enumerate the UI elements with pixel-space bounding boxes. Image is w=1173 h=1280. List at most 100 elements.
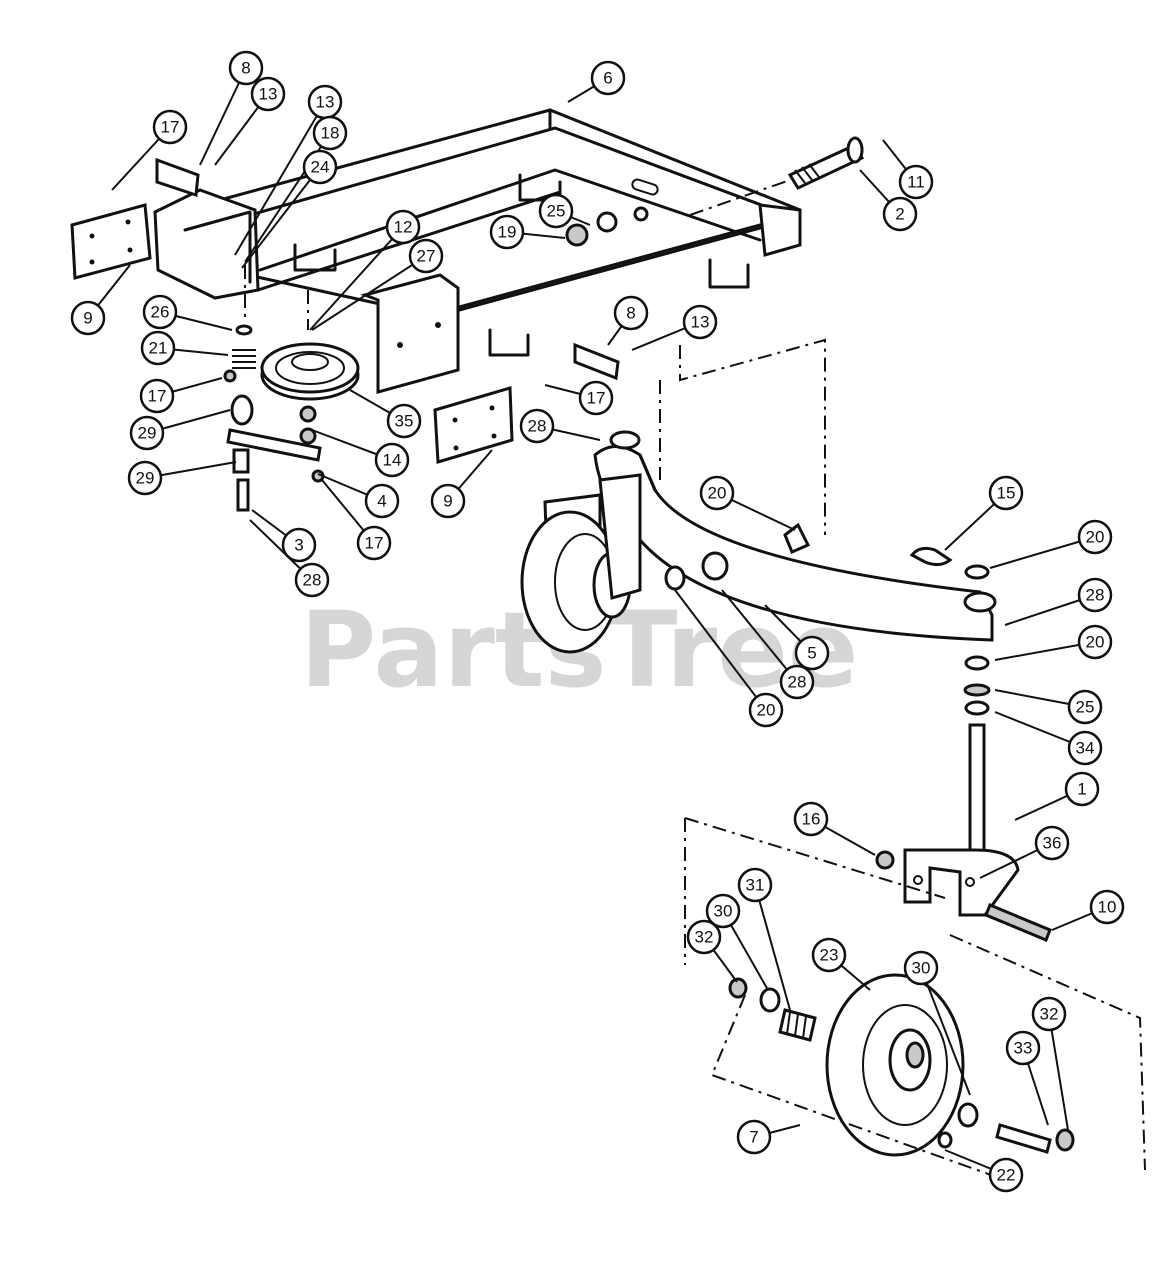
part-callout-28[interactable]: 28: [519, 408, 601, 444]
part-callout-14[interactable]: 14: [311, 429, 410, 478]
callout-bubble: [793, 801, 829, 837]
callout-number: 10: [1098, 898, 1117, 917]
part-callout-4[interactable]: 4: [317, 473, 400, 519]
part-callout-13[interactable]: 13: [631, 304, 718, 351]
callout-number: 3: [294, 536, 303, 555]
part-callout-13[interactable]: 13: [234, 84, 343, 256]
callout-bubble: [408, 238, 444, 274]
callout-bubble: [1067, 689, 1103, 725]
callout-bubble: [1031, 996, 1067, 1032]
callout-leader-line: [1048, 1013, 1069, 1131]
pivot-pin: [787, 136, 865, 190]
part-callout-36[interactable]: 36: [979, 825, 1070, 879]
callout-bubble: [613, 295, 649, 331]
part-callout-29[interactable]: 29: [129, 409, 231, 451]
part-callout-7[interactable]: 7: [736, 1119, 801, 1155]
part-callout-29[interactable]: 29: [127, 460, 237, 496]
part-callout-19[interactable]: 19: [489, 214, 566, 250]
part-callout-15[interactable]: 15: [944, 475, 1024, 551]
front-wheel-left: [520, 473, 642, 654]
callout-bubble: [70, 300, 106, 336]
callout-number: 17: [161, 118, 180, 137]
part-callout-11[interactable]: 11: [882, 139, 934, 200]
part-callout-24[interactable]: 24: [241, 149, 338, 269]
part-callout-35[interactable]: 35: [349, 389, 422, 439]
part-callout-17[interactable]: 17: [544, 380, 614, 416]
part-callout-20[interactable]: 20: [994, 624, 1113, 661]
callout-bubble: [903, 950, 939, 986]
nut-19: [565, 223, 589, 247]
callout-number: 28: [1086, 586, 1105, 605]
callout-bubble: [988, 1157, 1024, 1193]
part-callout-33[interactable]: 33: [1005, 1030, 1049, 1126]
bushing-20a: [783, 522, 811, 554]
callout-bubble: [1077, 624, 1113, 660]
mount-plate-right: [433, 386, 514, 464]
callout-number: 14: [383, 451, 402, 470]
part-callout-9[interactable]: 9: [70, 264, 131, 336]
callout-bubble: [129, 415, 165, 451]
callout-number: 25: [547, 202, 566, 221]
part-callout-17[interactable]: 17: [111, 109, 188, 191]
part-callout-28[interactable]: 28: [721, 589, 815, 700]
part-callout-12[interactable]: 12: [309, 209, 421, 331]
part-callout-5[interactable]: 5: [764, 604, 830, 671]
callout-bubble: [152, 109, 188, 145]
callout-bubble: [748, 692, 784, 728]
part-callout-23[interactable]: 23: [811, 937, 871, 991]
callout-bubble: [794, 635, 830, 671]
part-callout-26[interactable]: 26: [142, 294, 233, 331]
part-callout-27[interactable]: 27: [311, 238, 444, 331]
part-callout-2[interactable]: 2: [859, 169, 918, 232]
part-callout-13[interactable]: 13: [214, 76, 286, 166]
callout-number: 5: [807, 644, 816, 663]
callout-number: 32: [695, 928, 714, 947]
part-callout-17[interactable]: 17: [139, 377, 223, 414]
part-callout-30[interactable]: 30: [705, 893, 769, 991]
part-callout-20[interactable]: 20: [674, 589, 784, 728]
callout-bubble: [779, 664, 815, 700]
part-callout-17[interactable]: 17: [321, 479, 392, 561]
callout-bubble: [294, 562, 330, 598]
callout-number: 20: [708, 484, 727, 503]
part-callout-34[interactable]: 34: [994, 711, 1103, 766]
callout-number: 12: [394, 218, 413, 237]
callout-bubble: [142, 294, 178, 330]
callout-bubble: [699, 475, 735, 511]
part-callout-31[interactable]: 31: [737, 867, 791, 1011]
part-callout-20[interactable]: 20: [989, 519, 1113, 569]
callout-bubble: [590, 60, 626, 96]
callout-bubble: [1064, 771, 1100, 807]
part-callout-20[interactable]: 20: [699, 475, 796, 531]
part-callout-21[interactable]: 21: [140, 330, 229, 366]
part-callout-16[interactable]: 16: [793, 801, 876, 856]
part-callout-22[interactable]: 22: [944, 1149, 1024, 1193]
part-callout-9[interactable]: 9: [430, 449, 493, 519]
callout-number: 15: [997, 484, 1016, 503]
part-callout-25[interactable]: 25: [994, 689, 1103, 725]
part-callout-8[interactable]: 8: [199, 50, 264, 166]
part-callout-25[interactable]: 25: [538, 193, 591, 229]
part-callout-10[interactable]: 10: [1051, 889, 1125, 931]
callout-bubble: [1034, 825, 1070, 861]
callout-number: 11: [907, 173, 925, 192]
part-callout-30[interactable]: 30: [903, 950, 971, 1096]
callout-number: 20: [1086, 633, 1105, 652]
part-callout-32[interactable]: 32: [686, 919, 738, 983]
callout-number: 4: [377, 492, 386, 511]
part-callout-8[interactable]: 8: [607, 295, 649, 346]
part-callout-1[interactable]: 1: [1014, 771, 1100, 821]
callout-bubble: [682, 304, 718, 340]
callout-number: 29: [138, 424, 157, 443]
callout-number: 9: [83, 309, 92, 328]
part-callout-32[interactable]: 32: [1031, 996, 1069, 1131]
part-callout-28[interactable]: 28: [1004, 577, 1113, 626]
part-callout-28[interactable]: 28: [249, 519, 330, 598]
callout-bubble: [139, 378, 175, 414]
part-callout-6[interactable]: 6: [567, 60, 626, 103]
callout-number: 21: [149, 339, 168, 358]
callout-number: 33: [1014, 1039, 1033, 1058]
callout-bubble: [430, 483, 466, 519]
part-callout-3[interactable]: 3: [251, 509, 317, 563]
callout-bubble: [250, 76, 286, 112]
